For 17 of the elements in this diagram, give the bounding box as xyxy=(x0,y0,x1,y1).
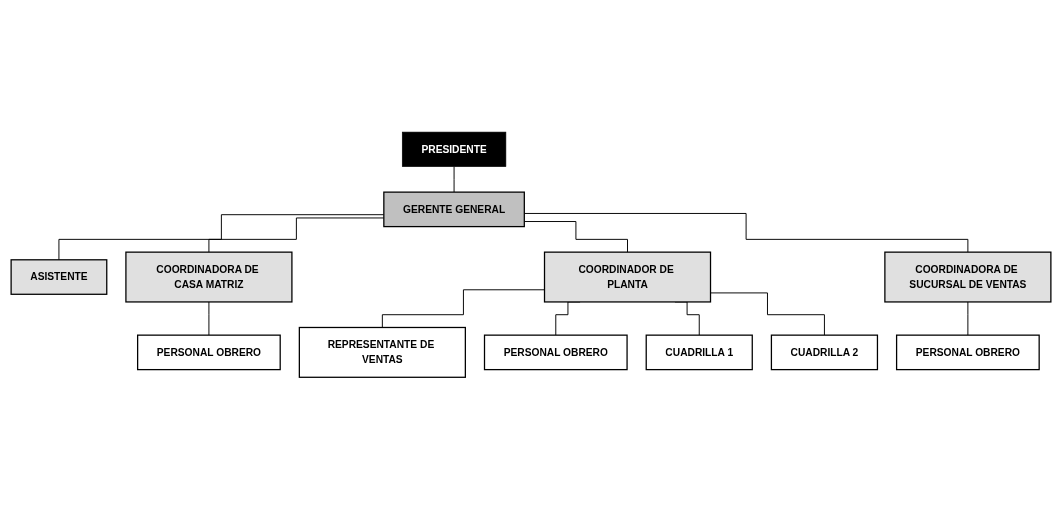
node-box: GERENTE GENERAL xyxy=(383,191,525,228)
node-box: COORDINADORA DE CASA MATRIZ xyxy=(125,251,293,303)
node-box: REPRESENTANTE DE VENTAS xyxy=(298,327,466,379)
connector xyxy=(381,289,545,329)
connector xyxy=(208,301,210,336)
node-box: PERSONAL OBRERO xyxy=(483,334,628,371)
node-box: CUADRILLA 1 xyxy=(645,334,753,371)
node-box: CUADRILLA 2 xyxy=(770,334,879,371)
connector xyxy=(967,301,969,336)
node-box: PERSONAL OBRERO xyxy=(137,334,281,371)
node-box: PRESIDENTE xyxy=(401,132,507,168)
connector xyxy=(453,166,455,193)
node-box: PERSONAL OBRERO xyxy=(895,334,1040,371)
node-box: COORDINADOR DE PLANTA xyxy=(543,251,712,303)
node-box: ASISTENTE xyxy=(10,259,108,296)
connector xyxy=(710,292,825,336)
node-box: COORDINADORA DE SUCURSAL DE VENTAS xyxy=(884,251,1052,303)
